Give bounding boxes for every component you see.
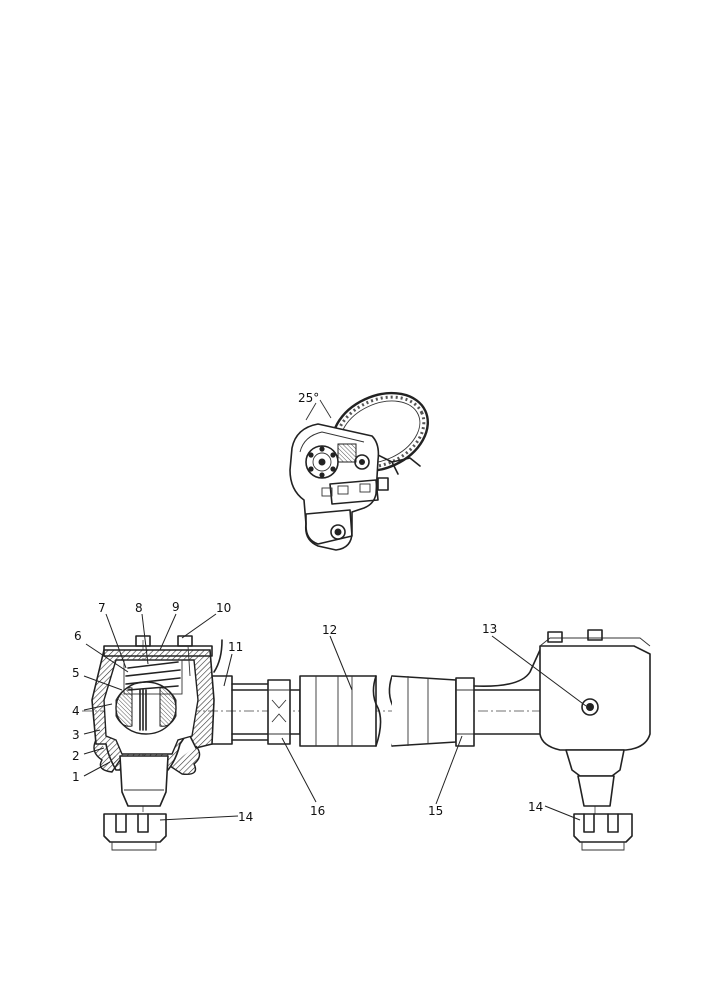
callout-1: 1 <box>72 770 80 784</box>
callout-7: 7 <box>98 601 106 615</box>
callout-11: 11 <box>228 640 243 654</box>
left-socket-neck <box>211 675 233 745</box>
callout-15: 15 <box>428 804 443 818</box>
callout-16: 16 <box>310 804 325 818</box>
adjusting-tube <box>299 675 457 747</box>
left-ball-joint-section <box>91 635 215 851</box>
spring <box>123 659 183 695</box>
tie-rod-assembly-drawing: 1 2 3 4 5 6 7 8 9 10 11 12 13 14 14 15 1… <box>72 600 651 851</box>
callout-labels: 1 2 3 4 5 6 7 8 9 10 11 12 13 14 14 15 1… <box>72 600 543 824</box>
callout-6: 6 <box>74 629 82 643</box>
callout-13: 13 <box>482 622 497 636</box>
callout-2: 2 <box>72 749 80 763</box>
rod-tube-left <box>231 679 301 745</box>
right-clamp <box>455 677 475 747</box>
rod-tube-right <box>473 689 541 735</box>
angle-line <box>319 399 332 419</box>
callout-5: 5 <box>72 666 80 680</box>
steering-column-illustration: 25° <box>289 391 430 551</box>
callout-4: 4 <box>72 704 80 718</box>
callout-10: 10 <box>216 601 231 615</box>
right-ball-joint <box>539 629 651 851</box>
callout-3: 3 <box>72 728 80 742</box>
callout-14-right: 14 <box>528 800 543 814</box>
callout-14-left: 14 <box>238 810 253 824</box>
callout-12: 12 <box>322 623 337 637</box>
callout-9: 9 <box>172 600 180 614</box>
leader-lines <box>83 613 587 821</box>
steering-housing <box>289 423 389 551</box>
steering-angle-label: 25° <box>298 391 319 405</box>
callout-8: 8 <box>135 601 143 615</box>
angle-line <box>305 402 317 421</box>
